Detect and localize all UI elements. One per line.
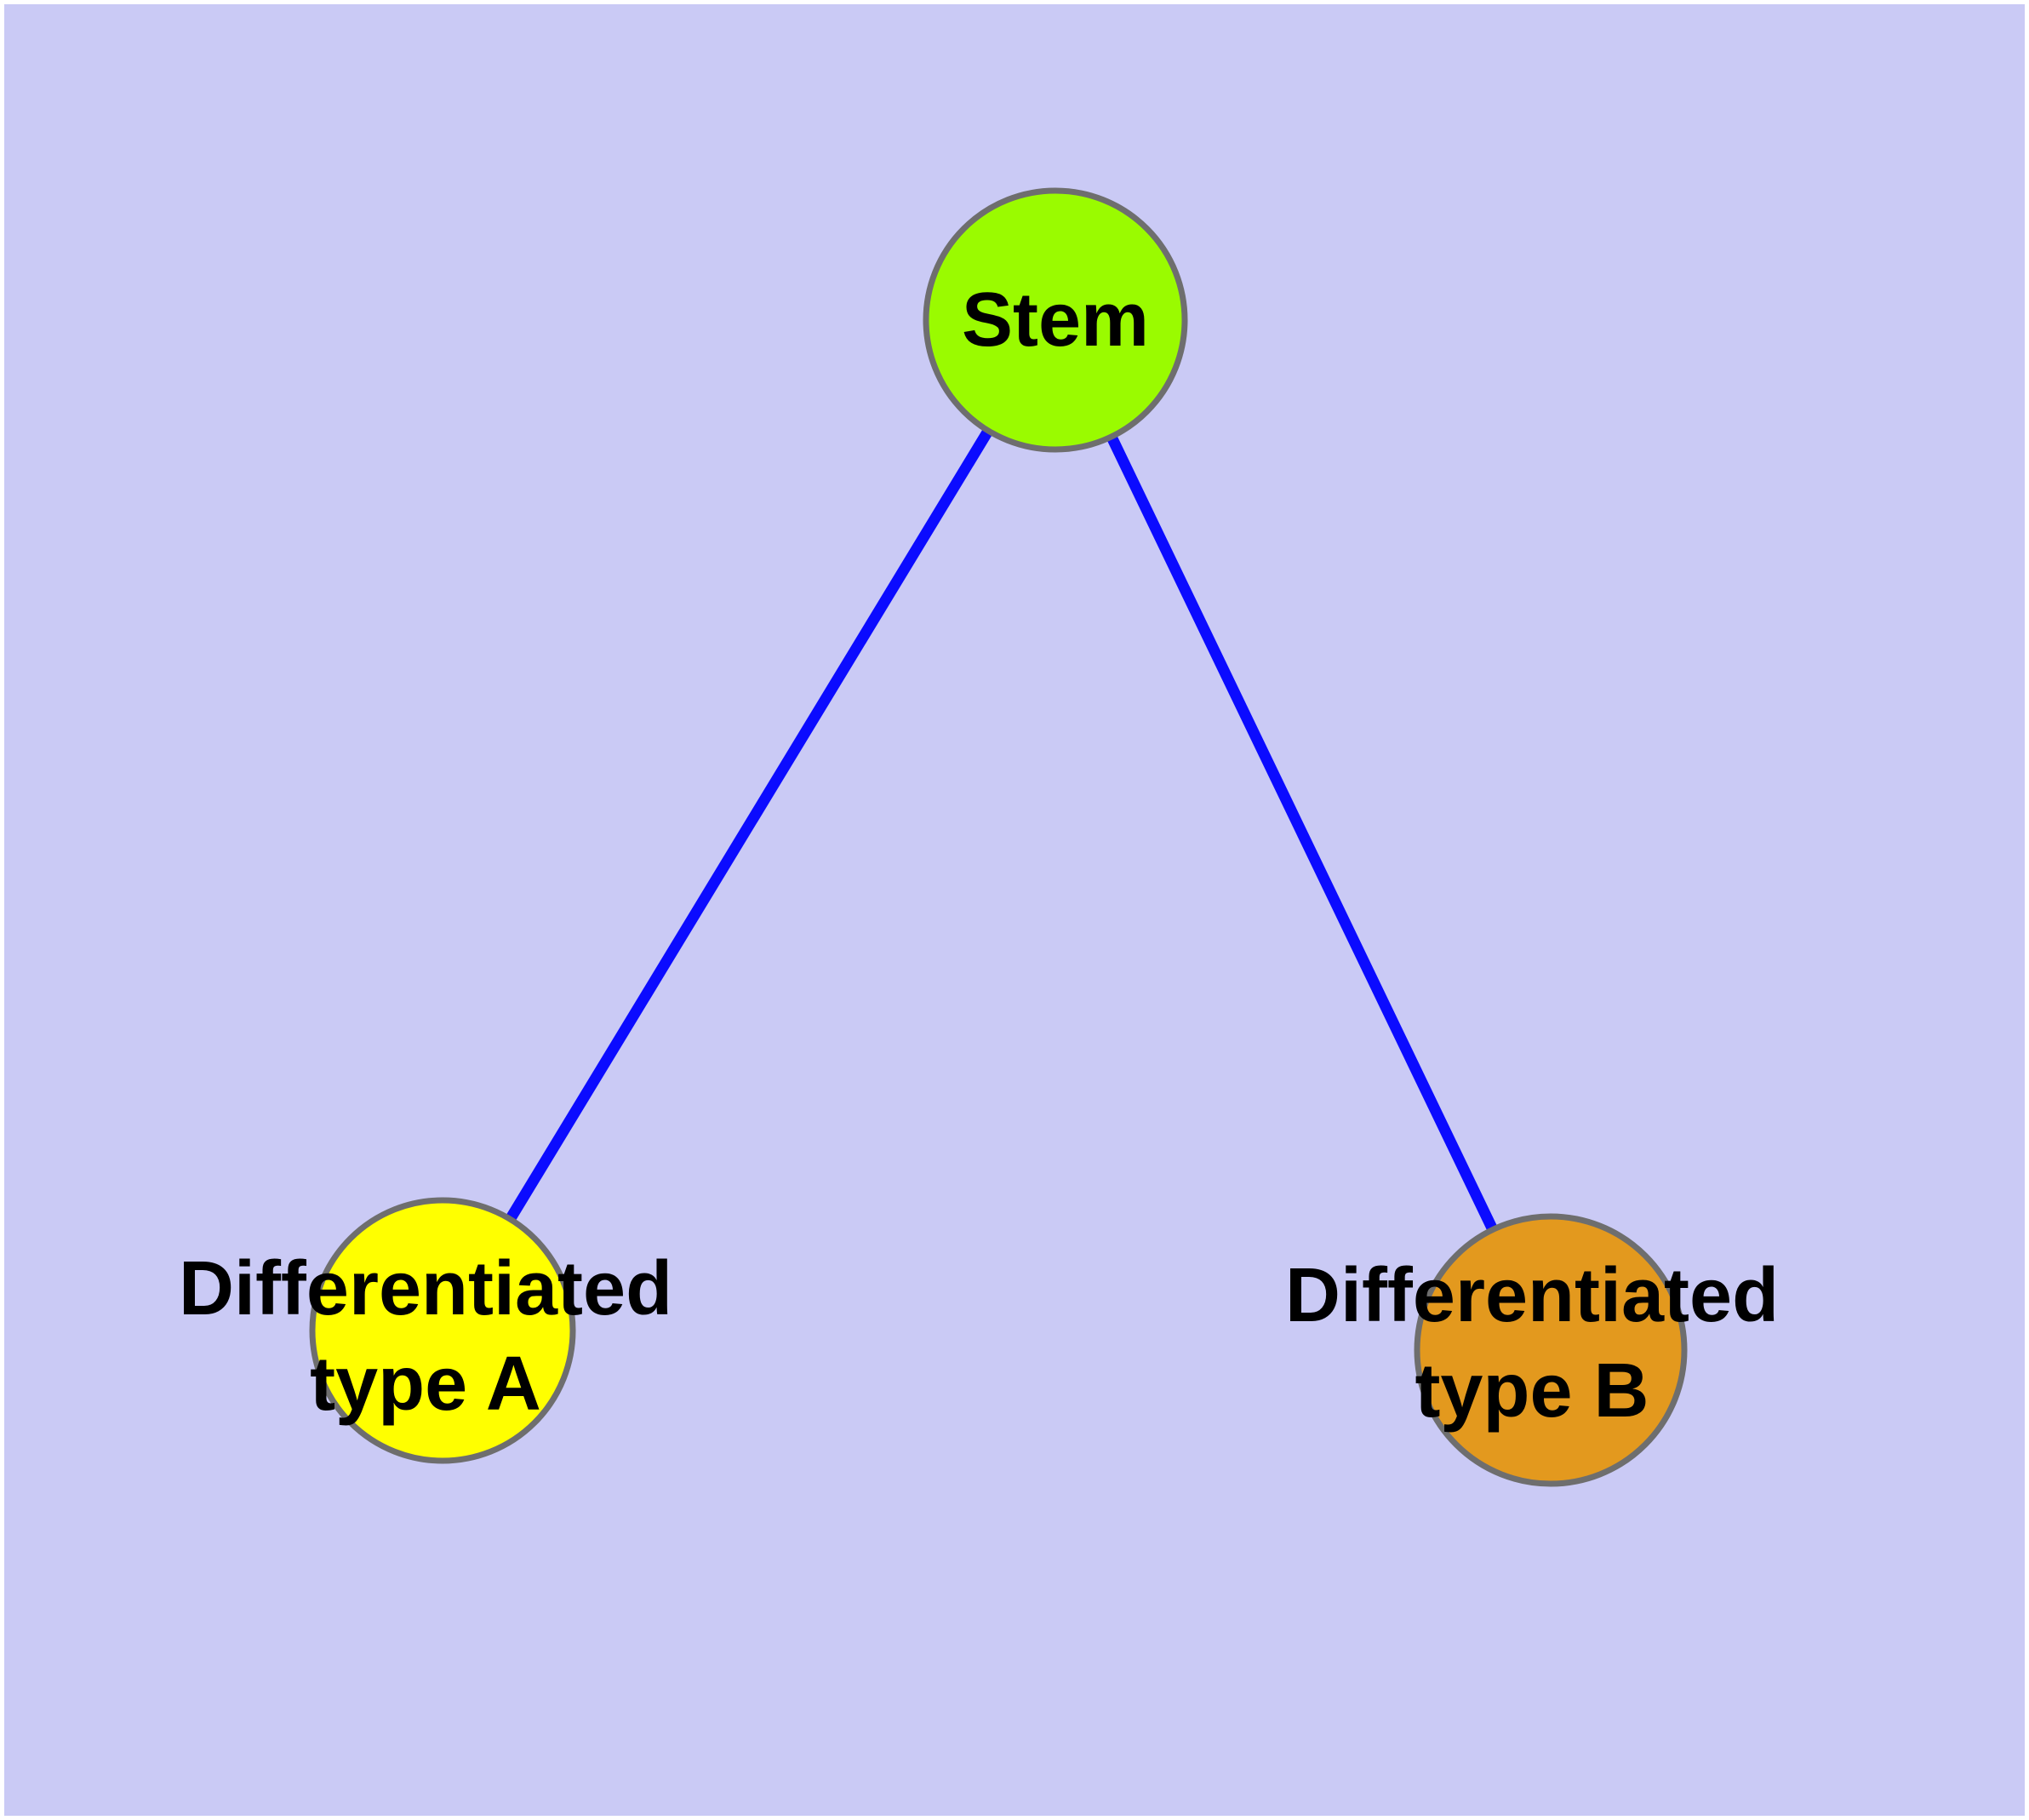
node-type-a-label-line1: Differentiated [178, 1246, 673, 1331]
edge-stem-to-type-a [437, 317, 1060, 1334]
node-type-b-label-line1: Differentiated [1284, 1253, 1780, 1338]
node-type-a-label: Differentiated type A [179, 1241, 672, 1432]
node-type-a-label-line2: type A [310, 1342, 541, 1427]
node-type-b-label-line2: type B [1415, 1348, 1649, 1434]
node-type-b-circle [1414, 1213, 1688, 1487]
node-type-b-label: Differentiated type B [1285, 1248, 1779, 1439]
node-stem-circle [923, 187, 1188, 453]
node-type-a-circle [309, 1197, 576, 1464]
edge-stem-to-type-b [1050, 318, 1556, 1353]
node-stem-label: Stem [961, 278, 1150, 363]
